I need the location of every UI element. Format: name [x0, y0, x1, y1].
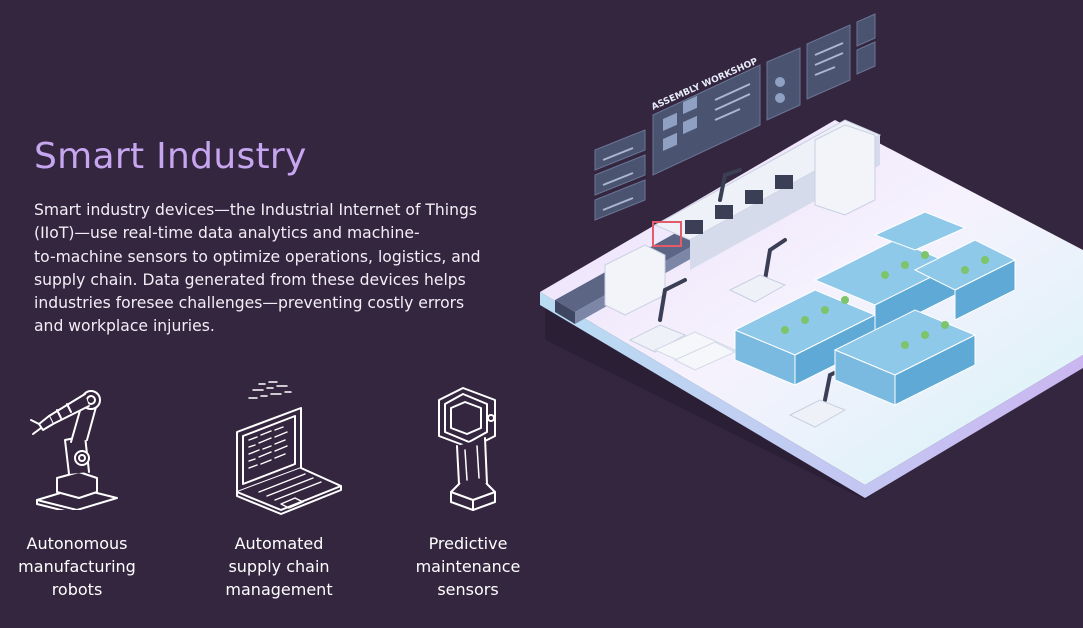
description-line: to-machine sensors to optimize operation…: [34, 247, 481, 266]
caption-line: management: [225, 580, 333, 599]
conveyor-machines: [685, 175, 793, 234]
feature-caption: Predictive maintenance sensors: [378, 532, 558, 601]
storage-pallets: [733, 211, 1017, 406]
description-line: supply chain. Data generated from these …: [34, 270, 466, 289]
alert-frame: [652, 221, 682, 247]
robot-bases: [628, 274, 847, 428]
feature-caption: Autonomous manufacturing robots: [0, 532, 167, 601]
feature-caption: Automated supply chain management: [189, 532, 369, 601]
caption-line: robots: [51, 580, 103, 599]
page-title: Smart Industry: [34, 136, 307, 177]
laptop-icon: [236, 381, 342, 515]
caption-line: sensors: [437, 580, 499, 599]
caption-line: Autonomous: [26, 534, 128, 553]
caption-line: manufacturing: [18, 557, 136, 576]
description: Smart industry devices—the Industrial In…: [34, 199, 534, 339]
handheld-sensor-icon: [438, 387, 496, 511]
description-line: and workplace injuries.: [34, 317, 215, 336]
caption-line: Automated: [234, 534, 324, 553]
caption-line: Predictive: [428, 534, 508, 553]
description-line: industries foresee challenges—preventing…: [34, 294, 465, 313]
feature-supply-chain: Automated supply chain management: [189, 380, 369, 610]
caption-line: supply chain: [228, 557, 330, 576]
description-line: (IIoT)—use real-time data analytics and …: [34, 224, 420, 243]
platform-edge: [540, 292, 1083, 498]
description-line: Smart industry devices—the Industrial In…: [34, 201, 478, 219]
feature-sensors: Predictive maintenance sensors: [378, 380, 558, 610]
feature-robots: Autonomous manufacturing robots: [0, 380, 167, 610]
platform-steps: [653, 331, 737, 371]
caption-line: maintenance: [415, 557, 521, 576]
robot-arm-icon: [30, 390, 118, 510]
factory-illustration: ASSEMBLY WORKSHOP: [540, 13, 1083, 500]
